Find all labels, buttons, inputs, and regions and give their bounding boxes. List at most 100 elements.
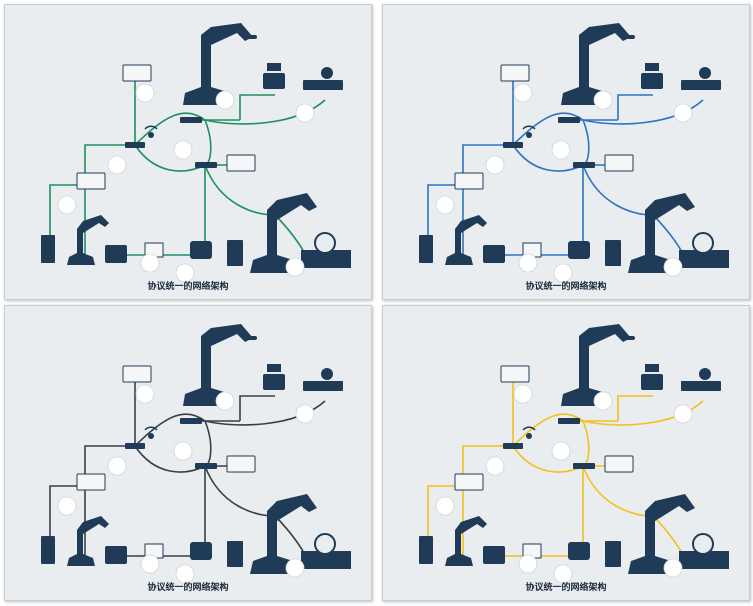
wifi-signal-icon <box>144 426 158 431</box>
protocol-badge <box>553 564 573 584</box>
network-link <box>204 99 326 125</box>
gripper-icon <box>623 35 635 39</box>
network-link <box>134 445 206 473</box>
protocol-badge <box>673 404 693 424</box>
network-link <box>582 465 654 517</box>
io-module-icon <box>122 64 152 82</box>
press-head-icon <box>645 364 659 372</box>
protocol-badge <box>663 558 683 578</box>
saw-blade-icon <box>314 232 336 254</box>
valve-icon <box>190 241 212 259</box>
switch-icon <box>125 443 145 449</box>
network-link <box>512 413 584 447</box>
protocol-badge <box>663 257 683 277</box>
wireless-ap-icon <box>526 132 532 138</box>
protocol-badge <box>551 441 571 461</box>
network-diagram <box>41 324 351 584</box>
saw-blade-icon <box>692 533 714 555</box>
protocol-badge <box>107 155 127 175</box>
saw-table-icon <box>301 250 351 268</box>
robot-arm-icon <box>183 23 253 105</box>
protocol-badge <box>215 90 235 110</box>
protocol-badge <box>593 90 613 110</box>
network-link <box>582 164 654 216</box>
protocol-badge <box>140 253 160 273</box>
saw-table-icon <box>679 250 729 268</box>
robot-arm-icon <box>561 324 631 406</box>
io-module-icon <box>500 365 530 383</box>
network-link <box>84 445 135 486</box>
protocol-badge <box>485 456 505 476</box>
robot-arm-icon <box>445 516 487 566</box>
network-link <box>462 445 513 486</box>
protocol-badge-group <box>435 83 693 283</box>
protocol-badge <box>175 564 195 584</box>
robot-arm-icon <box>628 494 695 574</box>
network-link <box>582 420 590 467</box>
conveyor-icon <box>681 381 721 391</box>
wireless-ap-icon <box>148 132 154 138</box>
motor-icon <box>483 546 505 564</box>
switch-icon <box>573 463 595 469</box>
controller-icon <box>41 536 55 564</box>
network-diagram <box>41 23 351 283</box>
io-module-icon <box>454 172 484 190</box>
sensor-icon <box>699 67 711 79</box>
protocol-badge-group <box>57 83 315 283</box>
protocol-badge <box>295 404 315 424</box>
press-head-icon <box>267 364 281 372</box>
network-link <box>204 420 212 467</box>
wireless-ap-icon <box>148 433 154 439</box>
io-module-icon <box>454 473 484 491</box>
panel-bottom-right: 协议统一的网络架构 <box>382 305 750 601</box>
protocol-badge <box>295 103 315 123</box>
network-link <box>84 144 135 185</box>
switch-icon <box>503 443 523 449</box>
robot-arm-icon <box>628 193 695 273</box>
network-link <box>462 144 513 185</box>
protocol-badge <box>285 257 305 277</box>
press-machine-icon <box>641 73 663 89</box>
saw-blade-icon <box>692 232 714 254</box>
conveyor-icon <box>681 80 721 90</box>
press-machine-icon <box>263 73 285 89</box>
press-head-icon <box>645 63 659 71</box>
panel-top-right: 协议统一的网络架构 <box>382 4 750 300</box>
network-link <box>49 485 85 546</box>
network-link <box>204 400 326 426</box>
network-link <box>512 144 584 172</box>
panel-top-left: 协议统一的网络架构 <box>4 4 372 300</box>
robot-arm-icon <box>67 516 109 566</box>
gripper-icon <box>623 336 635 340</box>
panel-caption: 协议统一的网络架构 <box>525 282 607 292</box>
switch-icon <box>180 117 202 123</box>
protocol-badge <box>435 496 455 516</box>
device-group <box>419 23 729 273</box>
protocol-badge <box>215 391 235 411</box>
panel-caption: 协议统一的网络架构 <box>525 583 607 593</box>
panel-caption: 协议统一的网络架构 <box>147 282 229 292</box>
panel-caption: 协议统一的网络架构 <box>147 583 229 593</box>
protocol-badge <box>175 263 195 283</box>
io-module-icon <box>226 154 256 172</box>
wifi-signal-icon <box>144 125 158 130</box>
network-link <box>582 400 704 426</box>
device-group <box>41 324 351 574</box>
device-group <box>41 23 351 273</box>
protocol-badge <box>435 195 455 215</box>
protocol-badge <box>107 456 127 476</box>
valve-icon <box>568 542 590 560</box>
protocol-badge <box>135 83 155 103</box>
computer-tower-icon <box>227 240 243 266</box>
io-module-icon <box>500 64 530 82</box>
press-machine-icon <box>641 374 663 390</box>
valve-icon <box>568 241 590 259</box>
protocol-badge <box>513 384 533 404</box>
protocol-badge <box>551 140 571 160</box>
switch-icon <box>125 142 145 148</box>
press-head-icon <box>267 63 281 71</box>
network-link <box>204 119 212 166</box>
conveyor-icon <box>303 381 343 391</box>
motor-icon <box>105 245 127 263</box>
computer-tower-icon <box>605 541 621 567</box>
